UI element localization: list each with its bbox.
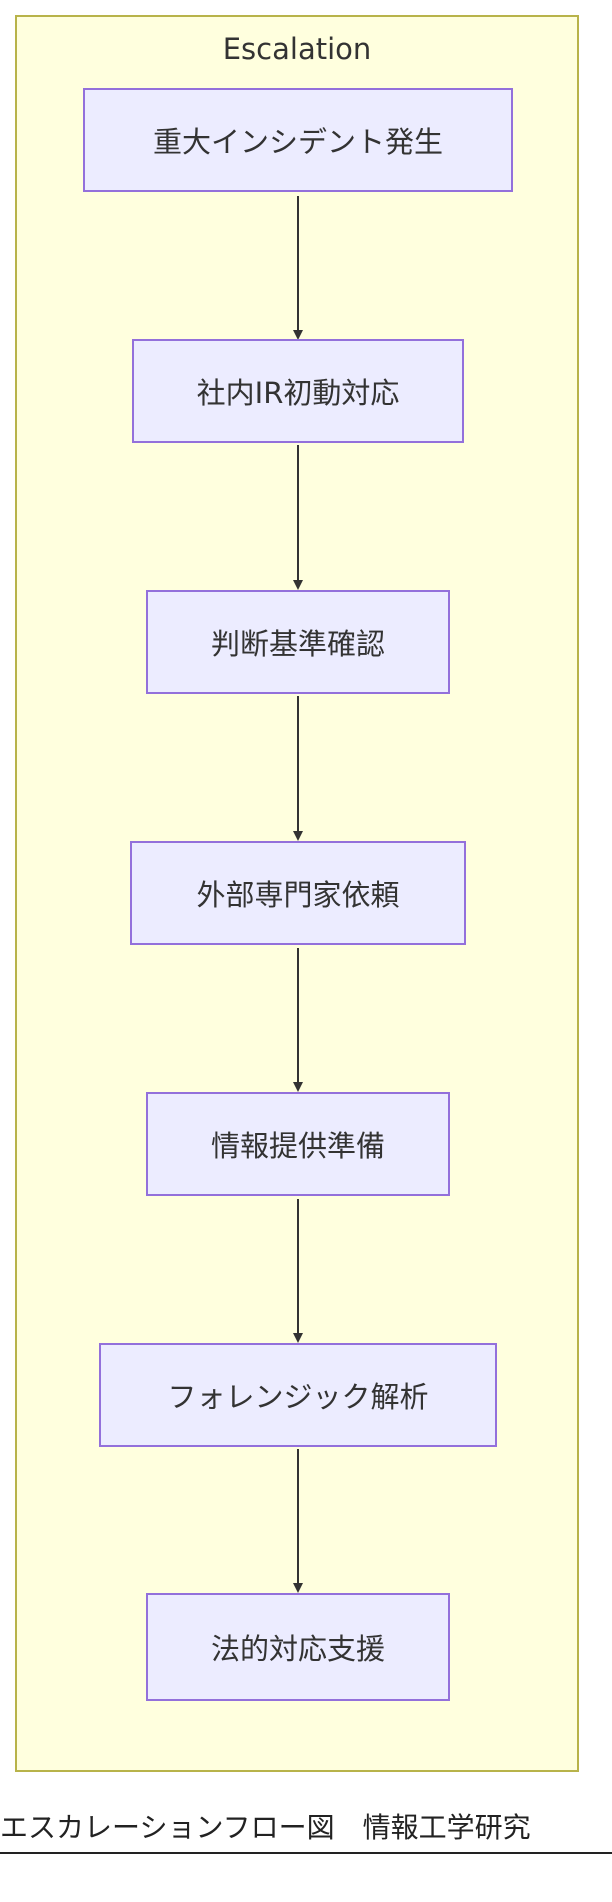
node-forensic-analysis: フォレンジック解析 <box>99 1343 497 1447</box>
figure-caption: エスカレーションフロー図 情報工学研究 <box>0 1808 612 1854</box>
node-criteria-check: 判断基準確認 <box>146 590 450 694</box>
node-external-expert-request: 外部専門家依頼 <box>130 841 466 945</box>
node-major-incident: 重大インシデント発生 <box>83 88 513 192</box>
cluster-title: Escalation <box>222 32 372 66</box>
node-legal-support: 法的対応支援 <box>146 1593 450 1701</box>
node-information-preparation: 情報提供準備 <box>146 1092 450 1196</box>
node-internal-ir-initial-response: 社内IR初動対応 <box>132 339 464 443</box>
